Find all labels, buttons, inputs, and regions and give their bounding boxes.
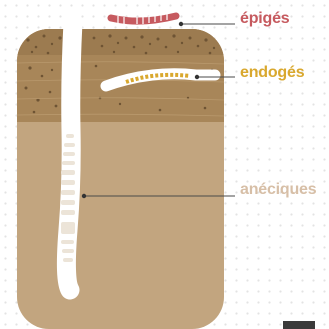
- litter-layer: [17, 29, 224, 55]
- anecique-worm: [61, 22, 75, 290]
- label-endoges: endogés: [240, 64, 304, 82]
- label-epiges: épigés: [240, 10, 290, 28]
- corner-logo: [283, 321, 315, 329]
- label-aneciques: anéciques: [240, 181, 316, 199]
